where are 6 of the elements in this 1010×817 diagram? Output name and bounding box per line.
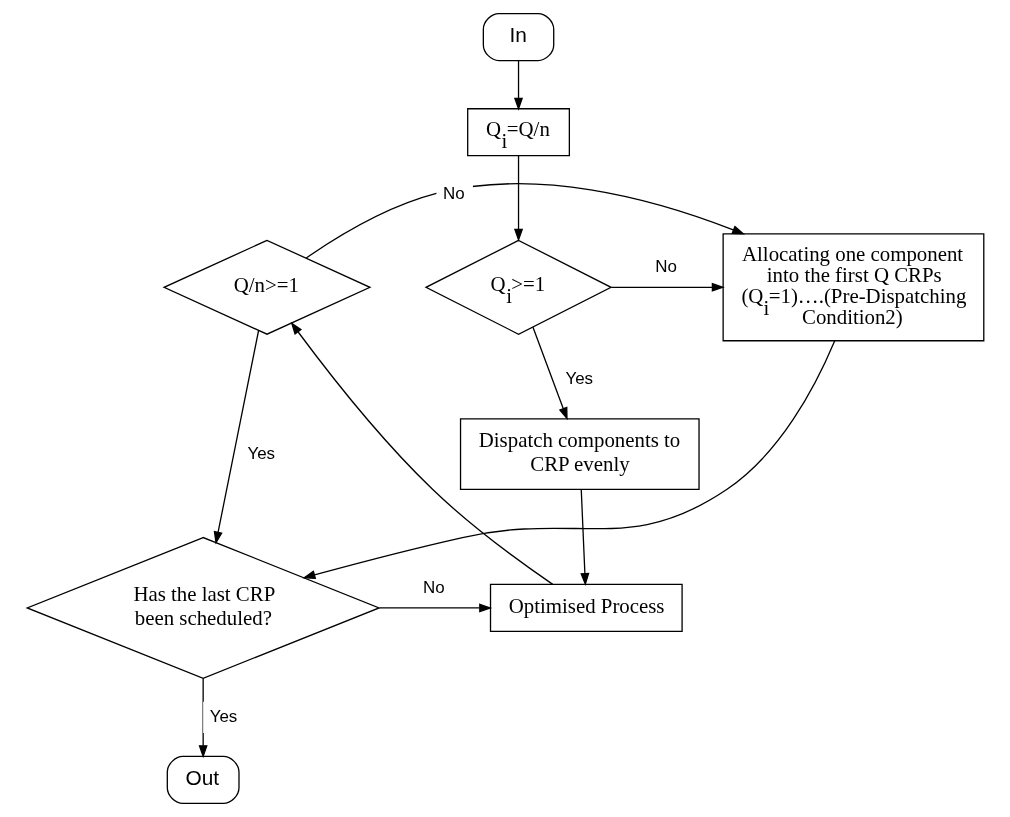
- edge-label: No: [654, 257, 677, 277]
- edge-label: No: [442, 184, 465, 204]
- edge-label: Yes: [209, 706, 237, 726]
- edge-label: Yes: [564, 369, 593, 389]
- edge-label: Yes: [246, 443, 275, 463]
- edge-label: No: [422, 577, 445, 597]
